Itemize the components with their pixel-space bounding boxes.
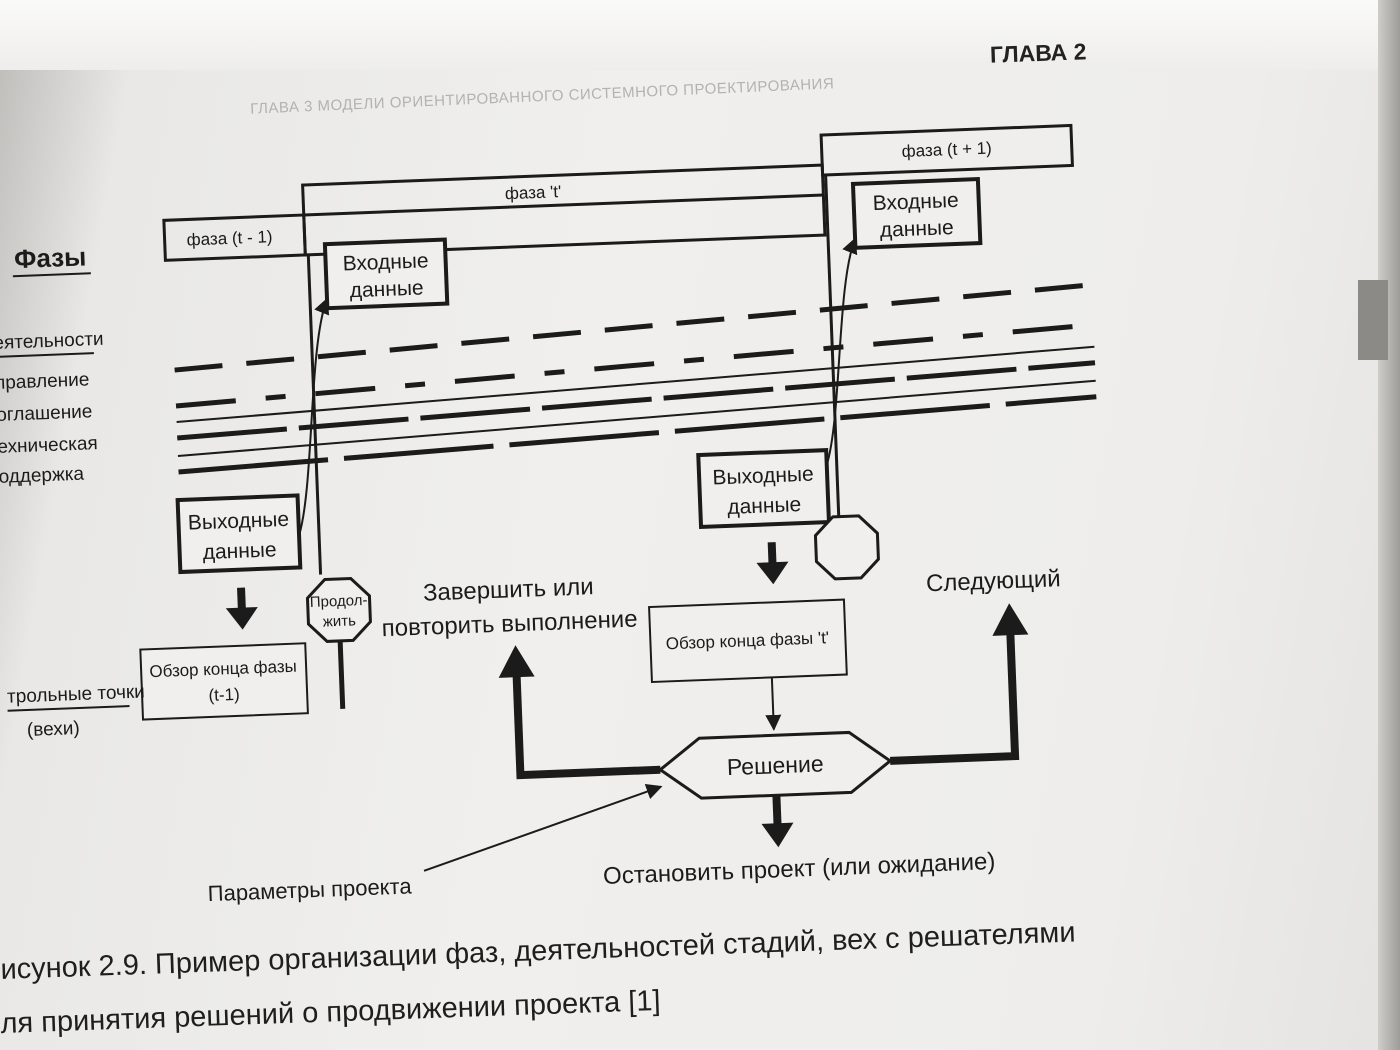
label-next: Следующий	[926, 565, 1062, 597]
input-box-next-line2: данные	[879, 216, 954, 242]
left-label-milestones: (вехи)	[27, 718, 81, 741]
phase-current-label: фаза 't'	[505, 182, 562, 203]
arrow-output-to-input-next	[825, 237, 858, 466]
phase-prev-label: фаза (t - 1)	[186, 227, 273, 249]
phase-next-bar	[819, 123, 1074, 177]
phase-current-bar	[301, 163, 827, 257]
output-box-current	[696, 448, 832, 530]
review-box-prev-line2: (t-1)	[208, 685, 240, 705]
label-params: Параметры проекта	[207, 873, 413, 906]
input-box-next	[850, 177, 983, 250]
review-box-current	[648, 598, 848, 684]
arrow-finish-repeat	[512, 675, 661, 780]
arrow-stop	[761, 822, 794, 848]
output-box-prev-line2: данные	[202, 538, 277, 564]
input-box-current	[322, 237, 450, 311]
output-box-prev-line1: Выходные	[187, 508, 289, 535]
output-box-current-line2: данные	[727, 493, 802, 519]
left-label-agreement: оглашение	[0, 401, 93, 426]
arrow-next	[890, 633, 1020, 765]
arrow-output-to-input-current	[298, 297, 330, 536]
output-box-current-line1: Выходные	[712, 463, 814, 490]
input-box-current-line1: Входные	[342, 249, 429, 275]
page-top-band	[0, 0, 1400, 70]
thick-down-arrows	[225, 542, 789, 630]
decision-label: Решение	[726, 750, 824, 780]
page-edge-mark	[1358, 280, 1388, 360]
left-label-technical: ехническая	[0, 433, 98, 458]
continue-octagon	[305, 576, 372, 643]
left-label-support: оддержка	[0, 464, 85, 488]
output-box-prev	[175, 493, 303, 575]
arrow-params	[423, 783, 663, 872]
left-label-control-points: трольные точки	[7, 681, 146, 707]
label-stop: Остановить проект (или ожидание)	[603, 848, 996, 890]
activity-lines	[174, 282, 1097, 475]
book-spine	[1378, 0, 1400, 1050]
input-box-next-line1: Входные	[872, 189, 959, 215]
left-label-activities: еятельности	[0, 329, 104, 354]
continue-line2: жить	[323, 612, 357, 630]
left-label-management: правление	[0, 369, 90, 394]
label-finish-line1: Завершить или	[423, 573, 595, 607]
left-label-phases: Фазы	[14, 241, 87, 274]
continue-line1: Продол-	[309, 592, 367, 611]
review-box-prev	[139, 642, 309, 721]
label-finish-line2: повторить выполнение	[381, 605, 638, 642]
phase-next-label: фаза (t + 1)	[901, 139, 992, 161]
input-box-current-line2: данные	[349, 276, 424, 302]
boundary-line-prev	[306, 254, 323, 575]
next-octagon	[813, 514, 880, 581]
